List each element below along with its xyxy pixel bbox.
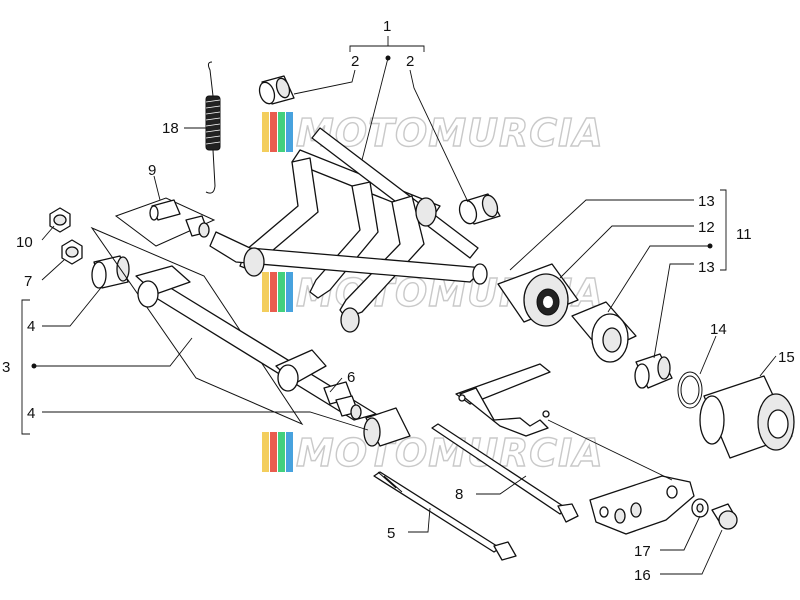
callout-9: 9 bbox=[148, 162, 156, 179]
callout-8: 8 bbox=[455, 486, 463, 503]
part-bush-4-upper bbox=[91, 255, 130, 289]
callout-4-upper: 4 bbox=[27, 318, 35, 335]
callout-5: 5 bbox=[387, 525, 395, 542]
part-bolt-5 bbox=[373, 471, 517, 561]
callout-13-upper: 13 bbox=[698, 193, 715, 210]
callout-7: 7 bbox=[24, 273, 32, 290]
watermark-text: MOTOMURCIA bbox=[296, 111, 604, 155]
callout-12: 12 bbox=[698, 219, 715, 236]
part-washer bbox=[691, 498, 709, 518]
watermark-top: MOTOMURCIA bbox=[262, 110, 604, 156]
callout-18: 18 bbox=[162, 120, 179, 137]
part-swing-arm-assembly bbox=[209, 127, 488, 333]
part-pin-6 bbox=[323, 381, 362, 420]
callout-2-right: 2 bbox=[406, 53, 414, 70]
watermark-bottom: MOTOMURCIA bbox=[262, 430, 603, 476]
part-circlip bbox=[677, 371, 703, 409]
part-bush-13 bbox=[634, 353, 673, 389]
part-damper-body bbox=[455, 301, 637, 437]
leader-lines bbox=[21, 36, 777, 575]
part-damper-cap bbox=[699, 375, 795, 459]
callout-6: 6 bbox=[347, 369, 355, 386]
callout-1: 1 bbox=[383, 18, 391, 35]
part-bush-upper-left bbox=[258, 75, 295, 105]
part-spring bbox=[205, 61, 221, 194]
callout-labels: 1 2 2 18 9 10 7 4 3 4 6 13 12 11 13 14 1… bbox=[2, 18, 795, 584]
part-nut-10 bbox=[49, 207, 71, 233]
callout-11: 11 bbox=[736, 226, 752, 243]
part-nut-7 bbox=[61, 239, 83, 265]
part-link-assembly bbox=[90, 226, 411, 447]
callout-3: 3 bbox=[2, 359, 10, 376]
part-bolt-8 bbox=[431, 423, 579, 523]
part-bracket-plate bbox=[589, 475, 695, 535]
callout-14: 14 bbox=[710, 321, 727, 338]
watermark-logo-icon bbox=[262, 432, 293, 472]
callout-2-left: 2 bbox=[351, 53, 359, 70]
watermark-logo-icon bbox=[262, 272, 293, 312]
callout-10: 10 bbox=[16, 234, 33, 251]
part-bearing-cartridge bbox=[497, 263, 579, 327]
callout-16: 16 bbox=[634, 567, 651, 584]
callout-15: 15 bbox=[778, 349, 795, 366]
part-cap-nut bbox=[711, 503, 738, 530]
callout-4-lower: 4 bbox=[27, 405, 35, 422]
part-pin-and-sleeve bbox=[114, 197, 216, 247]
watermark-logo-icon bbox=[262, 112, 293, 152]
callout-17: 17 bbox=[634, 543, 651, 560]
callout-13-lower: 13 bbox=[698, 259, 715, 276]
part-bush-upper-right bbox=[458, 193, 501, 225]
